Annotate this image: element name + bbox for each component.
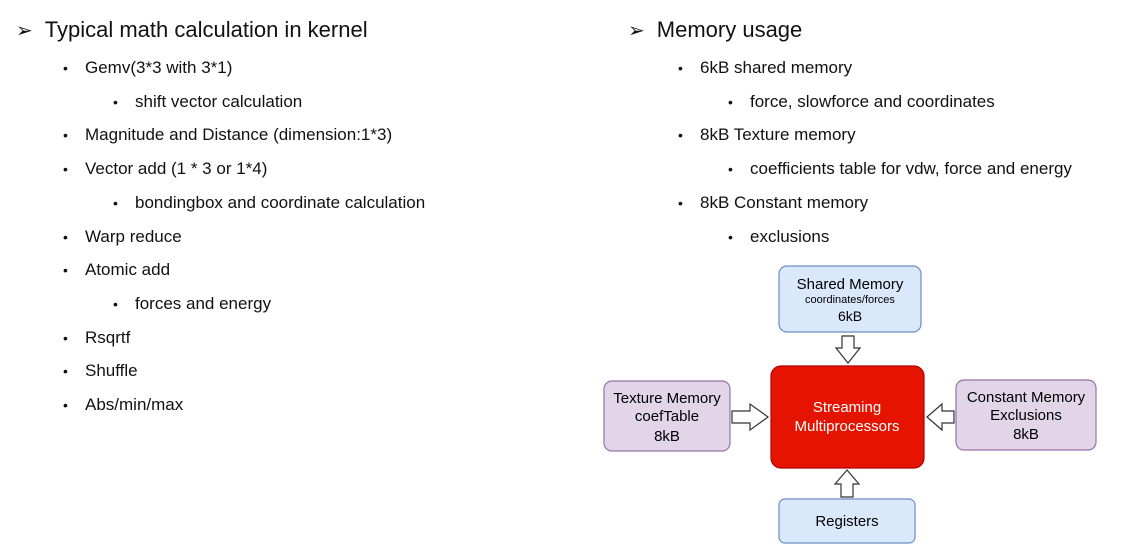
sub-list-item: • shift vector calculation <box>113 90 302 114</box>
arrow-left-icon <box>926 402 955 432</box>
bullet-dot-icon: • <box>63 60 68 76</box>
list-item: • Abs/min/max <box>63 393 183 417</box>
list-item: • 6kB shared memory <box>678 56 852 80</box>
bullet-dot-icon: • <box>728 93 733 110</box>
texture-memory-title: Texture Memory <box>613 390 721 407</box>
list-item: • Warp reduce <box>63 225 182 249</box>
sub-list-item: • forces and energy <box>113 292 271 316</box>
list-item: • 8kB Constant memory <box>678 191 868 215</box>
bullet-dot-icon: • <box>63 228 68 245</box>
list-item: • Vector add (1 * 3 or 1*4) <box>63 157 267 181</box>
bullet-dot-icon: • <box>63 363 68 380</box>
bullet-dot-icon: • <box>63 127 68 144</box>
shared-memory-title: Shared Memory <box>797 276 904 293</box>
arrow-up-icon <box>833 469 861 498</box>
list-item-text: Vector add (1 * 3 or 1*4) <box>85 159 268 179</box>
bullet-dot-icon: • <box>113 295 118 312</box>
constant-memory-box: Constant Memory Exclusions 8kB <box>955 379 1097 451</box>
sub-list-item: • coefficients table for vdw, force and e… <box>728 157 1072 181</box>
bullet-dot-icon: • <box>678 60 683 76</box>
sub-list-item: • exclusions <box>728 225 829 249</box>
constant-memory-title: Constant Memory <box>967 389 1086 406</box>
list-item: • Gemv(3*3 with 3*1) <box>63 56 232 80</box>
list-item-text: 8kB Constant memory <box>700 192 869 212</box>
sub-list-item: • force, slowforce and coordinates <box>728 90 995 114</box>
right-heading-text: Memory usage <box>656 17 803 42</box>
constant-memory-subtitle: Exclusions <box>990 407 1062 424</box>
list-item-text: forces and energy <box>135 293 272 313</box>
bullet-dot-icon: • <box>63 161 68 178</box>
bullet-dot-icon: • <box>678 194 683 211</box>
list-item-text: Atomic add <box>85 260 171 280</box>
arrow-down-icon <box>834 335 862 364</box>
list-item: • Rsqrtf <box>63 326 130 350</box>
list-item-text: force, slowforce and coordinates <box>750 91 995 111</box>
bullet-dot-icon: • <box>113 194 118 211</box>
arrow-bullet-icon: ➢ <box>16 19 33 42</box>
list-item-text: Magnitude and Distance (dimension:1*3) <box>85 125 393 145</box>
memory-diagram: Shared Memory coordinates/forces 6kB Tex… <box>603 265 1097 544</box>
shared-memory-size: 6kB <box>838 308 862 324</box>
list-item-text: Warp reduce <box>85 226 182 246</box>
list-item: • Shuffle <box>63 359 138 383</box>
streaming-multiprocessors-box: Streaming Multiprocessors <box>770 365 925 469</box>
list-item-text: exclusions <box>750 226 830 246</box>
shared-memory-box: Shared Memory coordinates/forces 6kB <box>778 265 922 333</box>
bullet-dot-icon: • <box>678 127 683 144</box>
list-item-text: coefficients table for vdw, force and en… <box>750 159 1072 179</box>
list-item-text: 8kB Texture memory <box>700 125 856 145</box>
list-item-text: Shuffle <box>85 361 138 381</box>
list-item: • Magnitude and Distance (dimension:1*3) <box>63 123 392 147</box>
list-item: • 8kB Texture memory <box>678 123 856 147</box>
list-item-text: Gemv(3*3 with 3*1) <box>85 58 233 77</box>
left-heading-text: Typical math calculation in kernel <box>44 17 368 42</box>
bullet-dot-icon: • <box>63 397 68 413</box>
sm-title-line2: Multiprocessors <box>794 418 899 435</box>
bullet-dot-icon: • <box>728 228 733 245</box>
list-item: • Atomic add <box>63 258 170 282</box>
list-item-text: Abs/min/max <box>85 395 184 414</box>
list-item-text: shift vector calculation <box>135 91 303 111</box>
registers-title: Registers <box>815 513 878 530</box>
texture-memory-subtitle: coefTable <box>635 408 699 425</box>
list-item-text: bondingbox and coordinate calculation <box>135 192 426 212</box>
arrow-right-icon <box>731 402 770 432</box>
texture-memory-box: Texture Memory coefTable 8kB <box>603 380 731 452</box>
bullet-dot-icon: • <box>63 329 68 346</box>
list-item-text: Rsqrtf <box>85 327 131 347</box>
right-heading: ➢ Memory usage <box>628 17 802 43</box>
bullet-dot-icon: • <box>113 93 118 110</box>
texture-memory-size: 8kB <box>654 428 680 445</box>
arrow-bullet-icon: ➢ <box>628 19 645 42</box>
sm-title-line1: Streaming <box>813 399 881 416</box>
sub-list-item: • bondingbox and coordinate calculation <box>113 191 425 215</box>
bullet-dot-icon: • <box>728 161 733 178</box>
constant-memory-size: 8kB <box>1013 426 1039 443</box>
list-item-text: 6kB shared memory <box>700 58 853 77</box>
shared-memory-subtitle: coordinates/forces <box>805 294 895 306</box>
bullet-dot-icon: • <box>63 262 68 279</box>
left-heading: ➢ Typical math calculation in kernel <box>16 17 368 43</box>
registers-box: Registers <box>778 498 916 544</box>
